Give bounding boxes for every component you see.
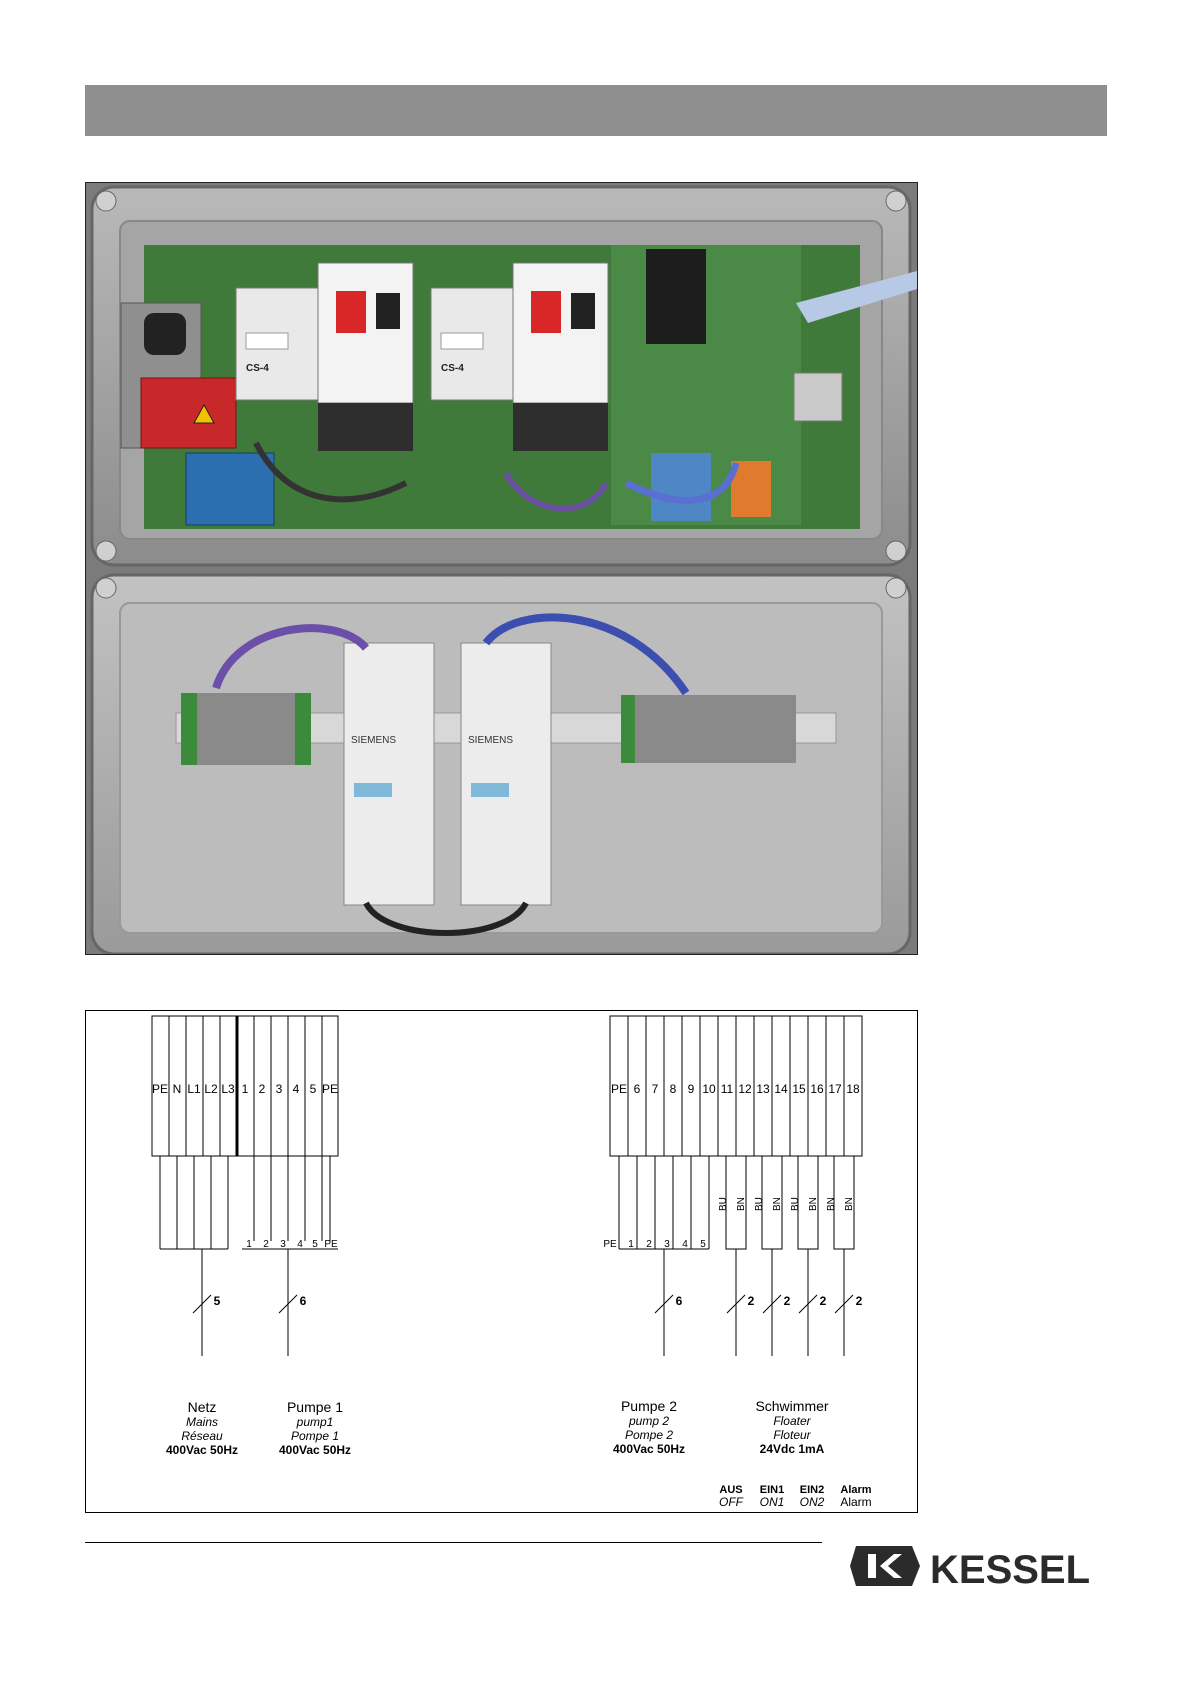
right-terminal-12: 17 [828,1082,842,1096]
softstarter-label-2: SIEMENS [468,735,513,746]
left-terminal-8: 4 [293,1082,300,1096]
pump2-spec: 400Vac 50Hz [613,1442,685,1456]
wire-color-1: BN [736,1197,747,1211]
floater-title: Schwimmer [755,1398,828,1414]
wire-color-3: BN [772,1197,783,1211]
pump1-sub1: pump1 [296,1415,334,1429]
kessel-logo-mark-icon [850,1546,920,1586]
pump2-sub1: pump 2 [628,1414,669,1428]
floater-sub1: Floater [773,1414,811,1428]
mains-spec: 400Vac 50Hz [166,1443,238,1457]
left-terminal-6: 2 [259,1082,266,1096]
wire-color-2: BU [754,1197,765,1211]
pump2-cable-terminal-0: PE [603,1239,617,1250]
pump2-cable-terminal-2: 2 [646,1239,652,1250]
pump1-cable-terminal-0: 1 [246,1239,252,1250]
right-terminal-6: 11 [721,1082,734,1096]
pump1-sub2: Pompe 1 [291,1429,339,1443]
pump2-cable-terminal-4: 4 [682,1239,688,1250]
pump1-cable-terminal-2: 3 [280,1239,286,1250]
kessel-logo-text: KESSEL [930,1548,1090,1592]
mains-sub1: Mains [186,1415,218,1429]
wire-color-4: BU [790,1197,801,1211]
mains-title: Netz [188,1399,217,1415]
right-terminal-2: 7 [652,1082,659,1096]
right-terminal-3: 8 [670,1082,677,1096]
wire-color-5: BN [808,1197,819,1211]
left-terminal-9: 5 [310,1082,317,1096]
right-terminal-1: 6 [634,1082,641,1096]
left-terminal-10: PE [322,1082,338,1096]
pump1-title: Pumpe 1 [287,1399,343,1415]
pump2-cable-count: 6 [676,1294,683,1308]
control-box-photo: CS-4 CS-4 [85,182,918,955]
right-terminal-5: 10 [702,1082,716,1096]
floater-sub2: Floteur [773,1428,811,1442]
right-terminal-7: 12 [738,1082,752,1096]
pump1-cable-terminal-3: 4 [297,1239,303,1250]
pump1-cable-terminal-5: PE [324,1239,338,1250]
left-terminal-7: 3 [276,1082,283,1096]
left-terminal-3: L2 [204,1082,218,1096]
right-terminal-13: 18 [846,1082,860,1096]
left-terminal-5: 1 [242,1082,249,1096]
footer-rule [85,1542,822,1543]
float-state-on2-de: EIN2 [800,1484,824,1496]
floater-spec: 24Vdc 1mA [760,1442,825,1456]
left-terminal-2: L1 [187,1082,201,1096]
float-alarm-cable-count: 2 [856,1294,863,1308]
wire-color-6: BN [826,1197,837,1211]
mains-cable-count: 5 [214,1294,221,1308]
softstarter-label-1: SIEMENS [351,735,396,746]
left-terminal-4: L3 [221,1082,235,1096]
pump2-cable-terminal-5: 5 [700,1239,706,1250]
wire-color-0: BU [718,1197,729,1211]
right-terminal-10: 15 [792,1082,806,1096]
right-terminal-8: 13 [756,1082,770,1096]
float-off-cable-count: 2 [748,1294,755,1308]
left-terminal-0: PE [152,1082,168,1096]
contactor-label-2: CS-4 [441,363,464,374]
mains-sub2: Réseau [181,1429,223,1443]
pump1-cable-count: 6 [300,1294,307,1308]
float-state-on1-en: ON1 [760,1495,785,1509]
float-state-on1-de: EIN1 [760,1484,784,1496]
right-terminal-0: PE [611,1082,627,1096]
float-state-alarm-de: Alarm [840,1484,871,1496]
pump2-title: Pumpe 2 [621,1398,677,1414]
pump2-sub2: Pompe 2 [625,1428,673,1442]
left-terminal-1: N [173,1082,182,1096]
wire-color-7: BN [844,1197,855,1211]
header-bar [85,85,1107,136]
contactor-label-1: CS-4 [246,363,269,374]
pump1-cable-terminal-1: 2 [263,1239,269,1250]
right-terminal-4: 9 [688,1082,695,1096]
float-state-alarm-en: Alarm [840,1495,871,1509]
pump1-spec: 400Vac 50Hz [279,1443,351,1457]
pump2-cable-terminal-3: 3 [664,1239,670,1250]
kessel-logo: KESSEL [850,1540,1110,1592]
wiring-diagram: PE N L1 L2 L3 1 2 3 4 5 PE [85,1010,918,1513]
right-terminal-11: 16 [810,1082,824,1096]
float-state-on2-en: ON2 [800,1495,825,1509]
right-terminal-9: 14 [774,1082,788,1096]
float-state-off-en: OFF [719,1495,744,1509]
float-on2-cable-count: 2 [820,1294,827,1308]
float-state-off-de: AUS [719,1484,742,1496]
pump2-cable-terminal-1: 1 [628,1239,634,1250]
pump1-cable-terminal-4: 5 [312,1239,318,1250]
float-on1-cable-count: 2 [784,1294,791,1308]
